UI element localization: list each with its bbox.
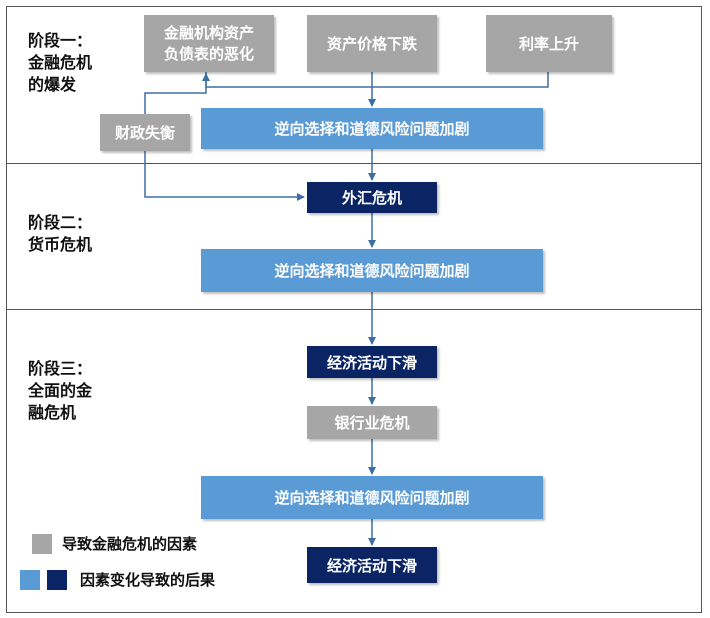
legend-consequence-swatch-dark — [47, 570, 67, 590]
economic-decline-box-1: 经济活动下滑 — [307, 346, 437, 378]
asset-price-text: 资产价格下跌 — [326, 35, 417, 53]
stage-divider-1 — [6, 163, 702, 164]
stage1-line1: 阶段一： — [28, 31, 93, 50]
stage1-line2: 金融危机 — [28, 53, 93, 72]
fiscal-imbalance-box: 财政失衡 — [100, 114, 190, 151]
economic-decline-box-2: 经济活动下滑 — [307, 547, 437, 583]
banking-crisis-text: 银行业危机 — [334, 414, 410, 432]
adverse-selection-box-1: 逆向选择和道德风险问题加剧 — [201, 108, 543, 149]
stage-divider-2 — [6, 309, 702, 310]
fx-crisis-box: 外汇危机 — [307, 182, 437, 213]
arrow-fiscal-to-fx — [144, 151, 305, 201]
legend-consequence-swatch-light — [20, 570, 40, 590]
stage2-label: 阶段二： 货币危机 — [28, 212, 92, 256]
top-merge-line — [205, 72, 549, 88]
stage1-label: 阶段一： 金融危机 的爆发 — [28, 30, 92, 96]
fiscal-imbalance-text: 财政失衡 — [114, 124, 175, 142]
balance-sheet-box: 金融机构资产 负债表的恶化 — [144, 15, 274, 72]
stage1-line3: 的爆发 — [28, 75, 77, 94]
legend-factor-swatch — [32, 534, 52, 554]
legend-factor-label: 导致金融危机的因素 — [62, 535, 198, 553]
banking-crisis-box: 银行业危机 — [307, 406, 437, 439]
stage2-line1: 阶段二： — [28, 213, 93, 232]
stage3-label: 阶段三： 全面的金 融危机 — [28, 358, 92, 424]
arrow-fiscal-to-balance-sheet — [144, 73, 210, 114]
adverse-selection-text-2: 逆向选择和道德风险问题加剧 — [274, 262, 470, 280]
interest-rate-text: 利率上升 — [518, 35, 579, 53]
stage3-line2: 全面的金 — [28, 381, 93, 400]
fx-crisis-text: 外汇危机 — [341, 189, 402, 207]
adverse-selection-text-3: 逆向选择和道德风险问题加剧 — [274, 489, 470, 507]
stage3-line3: 融危机 — [28, 403, 77, 422]
stage3-line1: 阶段三： — [28, 359, 93, 378]
adverse-selection-box-3: 逆向选择和道德风险问题加剧 — [201, 476, 543, 519]
balance-sheet-line1: 金融机构资产 — [163, 23, 254, 42]
stage2-line2: 货币危机 — [28, 235, 93, 254]
adverse-selection-text-1: 逆向选择和道德风险问题加剧 — [274, 120, 470, 138]
legend-consequence-label: 因素变化导致的后果 — [80, 571, 216, 589]
adverse-selection-box-2: 逆向选择和道德风险问题加剧 — [201, 249, 543, 292]
balance-sheet-line2: 负债表的恶化 — [163, 44, 254, 63]
asset-price-box: 资产价格下跌 — [307, 15, 437, 72]
economic-decline-text-2: 经济活动下滑 — [326, 556, 417, 575]
interest-rate-box: 利率上升 — [486, 15, 612, 72]
economic-decline-text-1: 经济活动下滑 — [326, 353, 417, 372]
